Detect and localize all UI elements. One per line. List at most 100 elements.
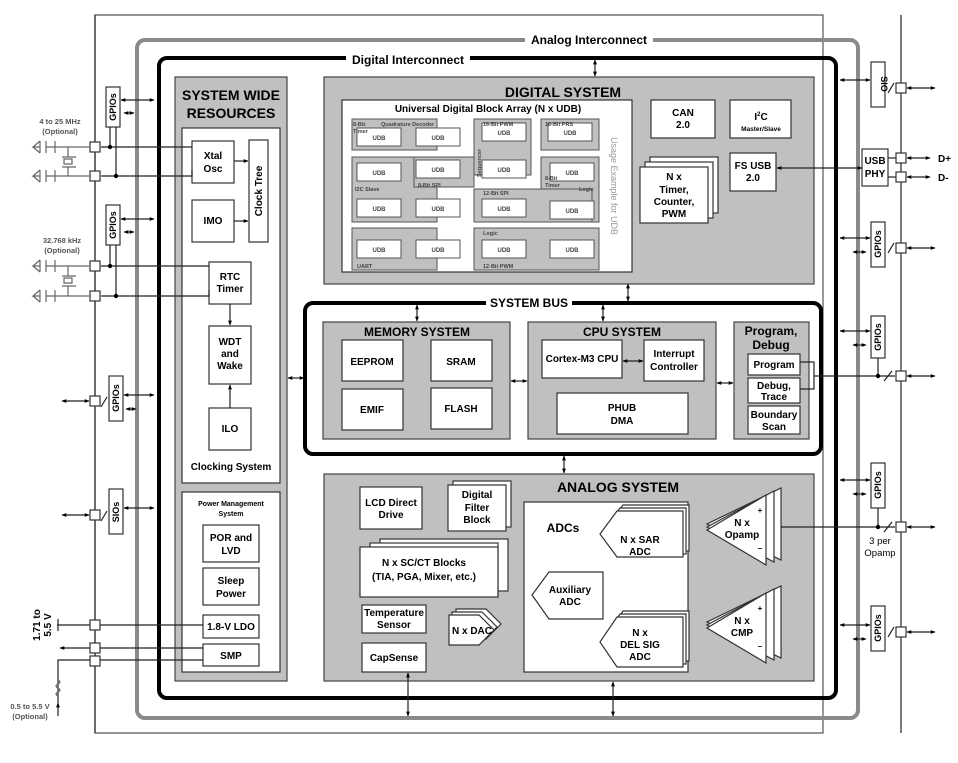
fsusb-l2: 2.0 <box>746 173 760 184</box>
svg-text:GPIOs: GPIOs <box>111 384 121 412</box>
xtal-fast-freq: 4 to 25 MHz <box>39 117 81 126</box>
opamp-l1: N x <box>734 518 750 529</box>
smp-in-pin[interactable] <box>89 655 101 667</box>
vdd-pin[interactable] <box>89 619 101 631</box>
udb-cell-label: UDB <box>432 248 446 254</box>
aux-l2: ADC <box>559 597 581 608</box>
delsig-l2: DEL SIG <box>620 640 660 651</box>
udb-group-label: 16-Bit PWM <box>483 122 514 128</box>
udb-group-label: 8-Bit SPI <box>418 183 441 189</box>
dfb-l1: Digital <box>462 490 493 501</box>
fs-usb-block <box>729 152 777 192</box>
gpio-pin-left-3[interactable] <box>89 395 101 407</box>
gpios-left-3[interactable]: GPIOs <box>108 375 124 422</box>
udb-cell <box>481 239 527 259</box>
system-bus <box>303 301 823 456</box>
gpios-left-2[interactable]: GPIOs <box>105 204 121 246</box>
per-opamp-l1: 3 per <box>869 536 891 547</box>
delsig-l3: ADC <box>629 652 651 663</box>
xtal-osc-block <box>191 140 235 184</box>
udb-cell <box>356 239 402 259</box>
digital-system-title: DIGITAL SYSTEM <box>505 84 621 100</box>
ldo-label: 1.8-V LDO <box>207 622 255 633</box>
smp-out-pin[interactable] <box>89 642 101 654</box>
vboost-range: 0.5 to 5.5 V <box>10 702 49 711</box>
pd-title-2: Debug <box>752 338 789 352</box>
gpios-right-4[interactable]: GPIOs <box>870 605 886 652</box>
usb-dplus-pin[interactable] <box>895 152 907 164</box>
imo-block <box>191 199 235 243</box>
gpio-pin-right-2[interactable] <box>895 370 907 382</box>
sio-right[interactable]: SIO <box>870 61 889 108</box>
cortex-label: Cortex-M3 CPU <box>546 354 619 365</box>
por-l2: LVD <box>221 546 240 557</box>
gpios-left-1[interactable]: GPIOs <box>105 86 121 128</box>
udb-group-label: Logic <box>579 187 594 193</box>
udb-group-label: Timer <box>353 129 369 135</box>
phub-dma-block <box>556 392 689 435</box>
intc-l1: Interrupt <box>653 349 695 360</box>
rtc-l1: RTC <box>220 272 241 283</box>
udb-cell-label: UDB <box>498 168 512 174</box>
i2c-block <box>729 99 792 139</box>
swr-title-2: RESOURCES <box>187 105 276 121</box>
eeprom-label: EEPROM <box>350 357 393 368</box>
xtal-slow-pin-2[interactable] <box>89 290 101 302</box>
udb-array-title: Universal Digital Block Array (N x UDB) <box>395 104 581 115</box>
sar-l2: ADC <box>629 547 651 558</box>
cmp-l1: N x <box>734 616 750 627</box>
lcd-l1: LCD Direct <box>365 498 417 509</box>
clocking-system-label: Clocking System <box>191 462 272 473</box>
sios-left[interactable]: SIOs <box>108 488 124 535</box>
xtal-fast-pin-2[interactable] <box>89 170 101 182</box>
interrupt-controller-block <box>643 339 705 382</box>
xtal-slow-pin-1[interactable] <box>89 260 101 272</box>
cmp-l2: CMP <box>731 628 754 639</box>
scct-l1: N x SC/CT Blocks <box>382 558 466 569</box>
udb-cell-label: UDB <box>432 168 446 174</box>
delsig-l1: N x <box>632 628 648 639</box>
gpios-right-2[interactable]: GPIOs <box>870 315 886 359</box>
usb-phy: USB PHY <box>861 148 889 187</box>
udb-cell <box>356 162 402 182</box>
dfb-l3: Block <box>463 515 491 526</box>
gpios-right-3[interactable]: GPIOs <box>870 462 886 509</box>
svg-text:PHY: PHY <box>865 169 886 180</box>
wdt-block <box>208 325 252 385</box>
udb-cell <box>415 239 461 259</box>
vboost-opt: (Optional) <box>12 712 48 721</box>
debug-l2: Trace <box>761 392 788 403</box>
bscan-l1: Boundary <box>751 410 798 421</box>
udb-cell-label: UDB <box>566 171 580 177</box>
xtal-slow-opt: (Optional) <box>44 246 80 255</box>
por-lvd-block <box>202 524 260 563</box>
gpio-pin-right-4[interactable] <box>895 626 907 638</box>
udb-group-label: 8-Bit <box>353 122 365 128</box>
usb-dminus-pin[interactable] <box>895 171 907 183</box>
udb-group-label: 8-Bit <box>545 176 557 182</box>
crystal-slow-icon <box>31 259 89 303</box>
digital-interconnect <box>157 56 838 700</box>
udb-cell-label: UDB <box>498 248 512 254</box>
udb-cell-label: UDB <box>498 131 512 137</box>
can-block <box>650 99 716 139</box>
gpios-right-1[interactable]: GPIOs <box>870 221 886 268</box>
phub-l1: PHUB <box>608 403 636 414</box>
phub-l2: DMA <box>611 416 634 427</box>
xtal-osc-l1: Xtal <box>204 151 223 162</box>
xtal-fast-pin-1[interactable] <box>89 141 101 153</box>
sio-pin-left[interactable] <box>89 509 101 521</box>
svg-text:SIO: SIO <box>879 76 889 92</box>
pm-label-1: Power Management <box>198 501 264 508</box>
temperature-sensor-block <box>361 604 427 634</box>
gpio-pin-right-1[interactable] <box>895 242 907 254</box>
sio-pin-right[interactable] <box>895 82 907 94</box>
udb-cell <box>547 122 593 142</box>
can-l2: 2.0 <box>676 120 690 131</box>
por-l1: POR and <box>210 533 252 544</box>
udb-cell-label: UDB <box>373 171 387 177</box>
opamp-pin[interactable] <box>895 521 907 533</box>
ilo-label: ILO <box>222 424 239 435</box>
dac-label: N x DAC <box>452 626 492 637</box>
